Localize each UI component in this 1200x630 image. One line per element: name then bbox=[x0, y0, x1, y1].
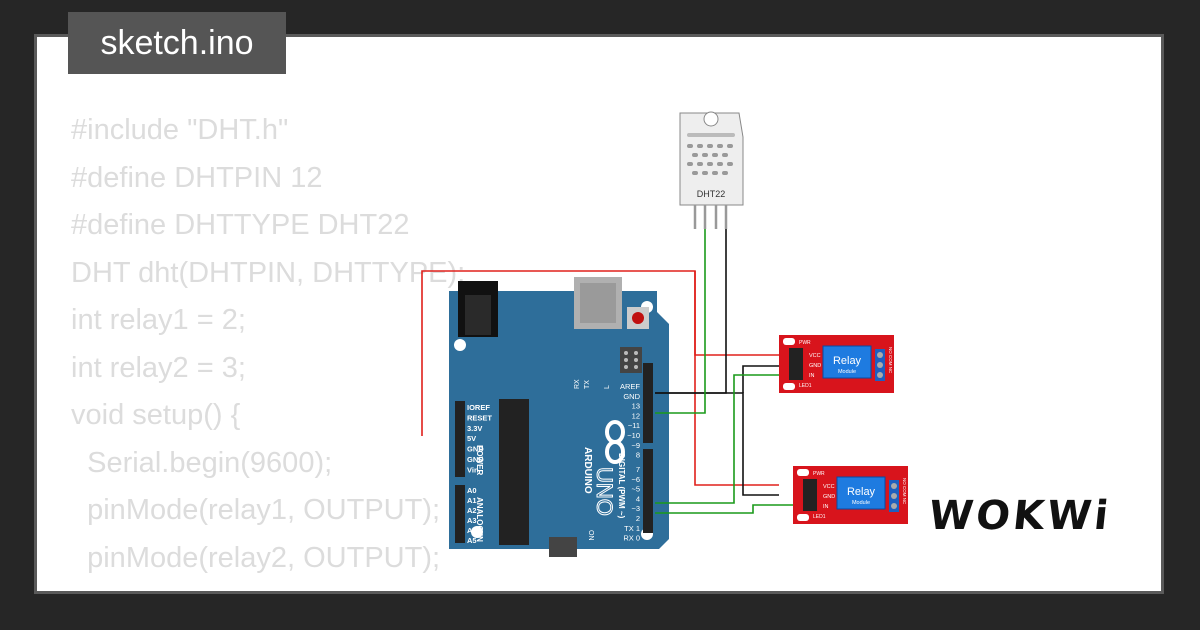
on-label: ON bbox=[587, 530, 594, 541]
sensor-label: DHT22 bbox=[697, 189, 726, 199]
arduino-logo-icon bbox=[605, 420, 625, 464]
rx-led-label: RX bbox=[574, 379, 581, 389]
analog-header: ANALOG IN bbox=[475, 497, 484, 542]
wokwi-logo[interactable]: WOKWi bbox=[926, 493, 1114, 539]
relay-module-1[interactable]: Relay Module VCC GND IN PWR LED1 NO COM … bbox=[779, 335, 894, 393]
power-pin-label: IOREF bbox=[467, 403, 490, 412]
analog-pin-label: A4 bbox=[467, 526, 477, 535]
l-led-label: L bbox=[604, 385, 611, 389]
relay-title: Relay bbox=[847, 486, 876, 498]
terminal-label: NO COM NC bbox=[888, 347, 893, 374]
digital-pin-label: 12 bbox=[632, 411, 640, 420]
power-pin-label: RESET bbox=[467, 413, 492, 422]
power-header: POWER bbox=[475, 445, 484, 475]
relay-module-2[interactable]: Relay Module VCC GND IN PWR LED1 NO COM … bbox=[793, 466, 908, 524]
pin-label: GND bbox=[823, 494, 835, 500]
pin-label: GND bbox=[809, 363, 821, 369]
power-pin-label: GND bbox=[467, 445, 484, 454]
analog-pin-label: A3 bbox=[467, 516, 477, 525]
code-line: #include "DHT.h" bbox=[71, 114, 289, 146]
digital-pin-label: ~6 bbox=[631, 475, 640, 484]
led-label: LED1 bbox=[813, 514, 826, 520]
code-line: #define DHTTYPE DHT22 bbox=[71, 209, 410, 241]
digital-pin-label: ~5 bbox=[631, 485, 640, 494]
wires bbox=[421, 227, 793, 514]
circuit-diagram: ARDUINO UNO ON POWER ANALOG IN DIGITAL (… bbox=[421, 111, 908, 557]
digital-pin-label: ~3 bbox=[631, 504, 640, 513]
arduino-uno-board[interactable]: ARDUINO UNO ON POWER ANALOG IN DIGITAL (… bbox=[449, 277, 669, 557]
power-pin-label: GND bbox=[467, 455, 484, 464]
relay-subtitle: Module bbox=[838, 369, 856, 375]
pwr-label: PWR bbox=[799, 340, 811, 346]
code-line: Serial.begin(9600); bbox=[71, 446, 333, 479]
pin-label: VCC bbox=[809, 353, 821, 359]
pwr-label: PWR bbox=[813, 471, 825, 477]
brand-label: ARDUINO bbox=[582, 447, 593, 494]
code-line: pinMode(relay2, OUTPUT); bbox=[71, 541, 441, 574]
model-label: UNO bbox=[592, 467, 617, 516]
code-line: #define DHTPIN 12 bbox=[71, 161, 323, 194]
power-pin-label: 5V bbox=[467, 434, 476, 443]
digital-pin-label: 4 bbox=[636, 494, 640, 503]
led-label: LED1 bbox=[799, 383, 812, 389]
digital-pin-label: 7 bbox=[636, 465, 640, 474]
digital-pin-label: AREF bbox=[620, 382, 640, 391]
digital-header: DIGITAL (PWM ~) bbox=[617, 453, 626, 519]
pin-label: IN bbox=[823, 504, 829, 510]
pin-label: VCC bbox=[823, 484, 835, 490]
digital-pin-label: ~9 bbox=[631, 441, 640, 450]
digital-pin-label: 2 bbox=[636, 514, 640, 523]
analog-pin-label: A5 bbox=[467, 536, 477, 545]
analog-pin-label: A2 bbox=[467, 506, 477, 515]
digital-pin-label: ~11 bbox=[628, 421, 640, 430]
code-line: void setup() { bbox=[71, 399, 241, 431]
code-preview: #include "DHT.h" #define DHTPIN 12 #define… bbox=[71, 107, 671, 582]
dht22-sensor[interactable]: DHT22 bbox=[679, 111, 744, 229]
code-line: pinMode(relay1, OUTPUT); bbox=[71, 494, 441, 526]
code-line: int relay1 = 2; bbox=[71, 304, 246, 336]
relay-subtitle: Module bbox=[852, 500, 870, 506]
digital-pin-label: TX 1 bbox=[624, 524, 640, 533]
pin-label: IN bbox=[809, 373, 815, 379]
digital-pin-label: 13 bbox=[632, 402, 640, 411]
atmega-chip bbox=[499, 399, 529, 545]
terminal-label: NO COM NC bbox=[902, 478, 907, 505]
power-pin-label: 3.3V bbox=[467, 424, 482, 433]
analog-pin-label: A0 bbox=[467, 486, 477, 495]
analog-pin-label: A1 bbox=[467, 496, 477, 505]
tx-led-label: TX bbox=[584, 380, 591, 389]
code-line: int relay2 = 3; bbox=[71, 351, 246, 384]
digital-pin-label: ~10 bbox=[627, 431, 640, 440]
code-line: DHT dht(DHTPIN, DHTTYPE); bbox=[71, 256, 466, 289]
file-name-badge: sketch.ino bbox=[68, 12, 286, 74]
canvas-card: #include "DHT.h" #define DHTPIN 12 #define… bbox=[34, 34, 1164, 594]
digital-pin-label: RX 0 bbox=[623, 534, 640, 543]
digital-pin-label: 8 bbox=[636, 451, 640, 460]
power-pin-label: Vin bbox=[467, 465, 479, 474]
digital-pin-label: GND bbox=[623, 392, 640, 401]
relay-title: Relay bbox=[833, 355, 862, 367]
